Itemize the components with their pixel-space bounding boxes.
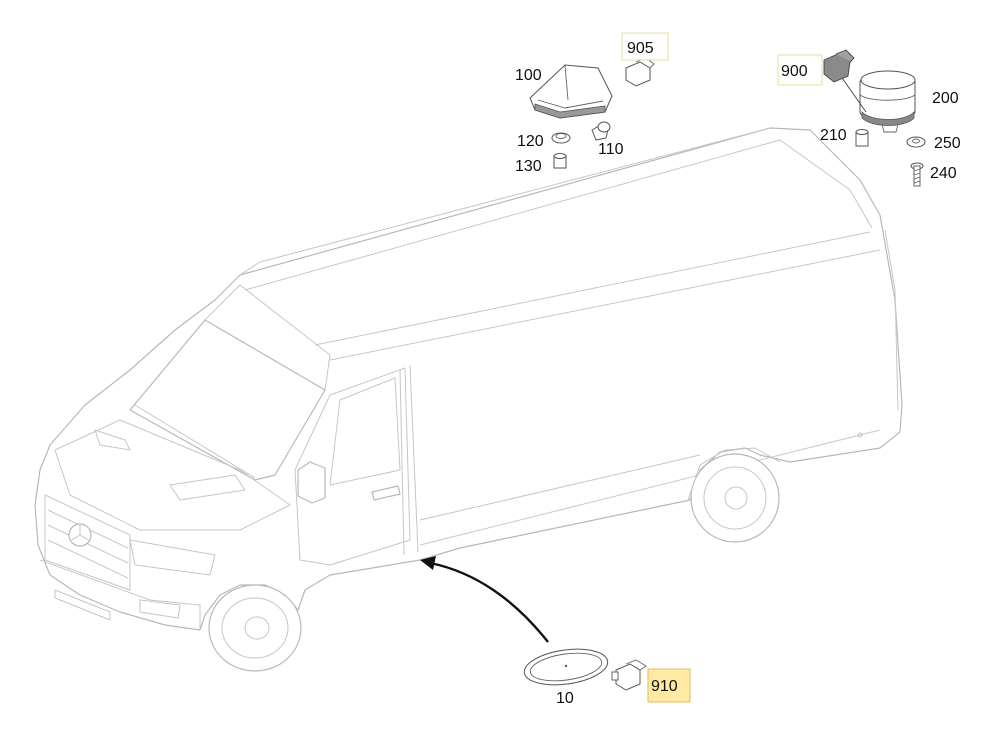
cap-130-icon [553, 153, 567, 169]
label-100[interactable]: 100 [515, 67, 542, 84]
cap-210-icon [855, 129, 869, 147]
screw-240-icon [910, 162, 924, 187]
bulb-110-icon [591, 121, 611, 141]
label-240[interactable]: 240 [930, 165, 957, 182]
label-120[interactable]: 120 [517, 133, 544, 150]
label-box-905 [621, 32, 669, 61]
roof-lamp-100 [529, 64, 613, 119]
label-box-900 [777, 54, 823, 86]
part-labels: 905 100 120 110 130 900 200 210 250 240 … [515, 32, 961, 707]
washer-250-icon [906, 136, 926, 148]
label-250[interactable]: 250 [934, 135, 961, 152]
label-200[interactable]: 200 [932, 90, 959, 107]
label-130[interactable]: 130 [515, 158, 542, 175]
holder-120-icon [551, 132, 571, 144]
van-illustration [34, 127, 903, 672]
label-905[interactable]: 905 [627, 40, 654, 57]
label-210[interactable]: 210 [820, 127, 847, 144]
label-10[interactable]: 10 [556, 690, 574, 707]
label-box-910-selected [647, 668, 691, 703]
label-910[interactable]: 910 [651, 678, 678, 695]
connector-900-icon [823, 49, 855, 83]
side-marker-lamp-10 [523, 648, 609, 686]
label-900[interactable]: 900 [781, 63, 808, 80]
label-110[interactable]: 110 [598, 141, 624, 158]
location-arrow [420, 556, 549, 643]
connector-905-icon [625, 57, 655, 87]
roof-antenna-200 [839, 70, 916, 133]
connector-910-icon [611, 659, 647, 691]
